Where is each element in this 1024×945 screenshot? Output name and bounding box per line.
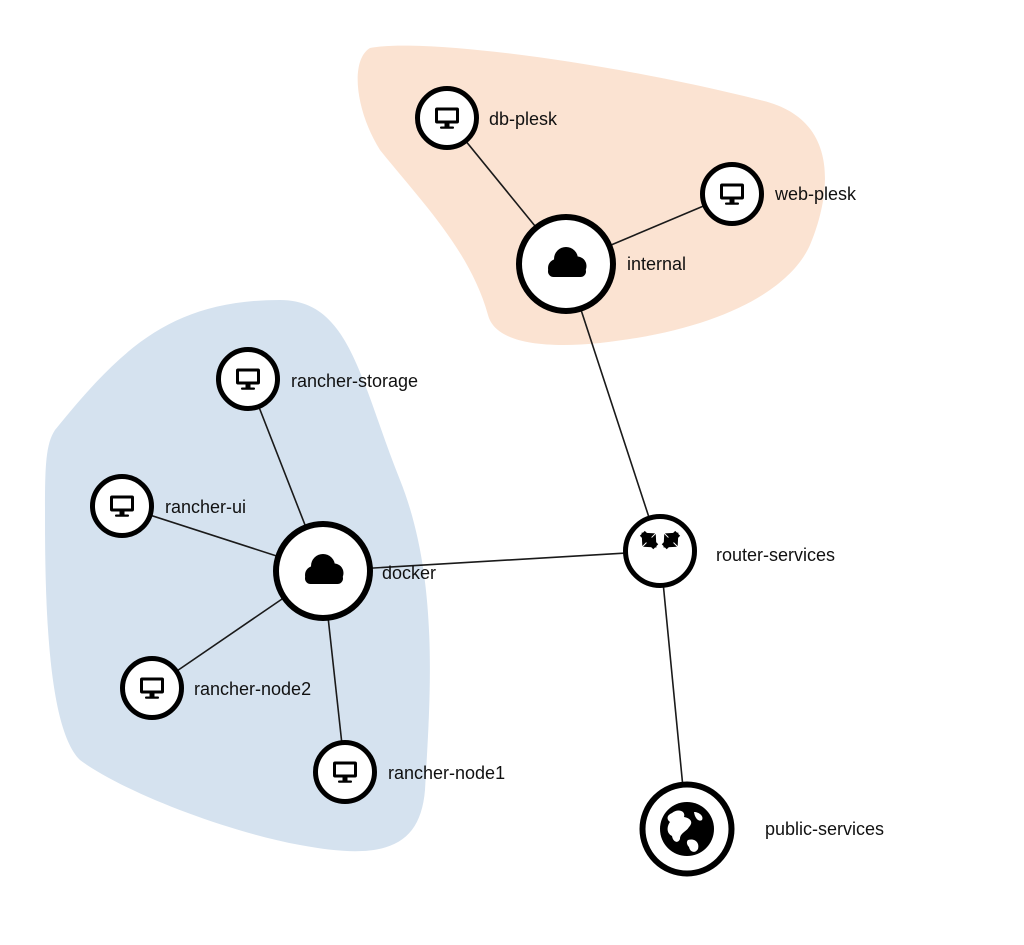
node-router-services[interactable]: router-services [623, 514, 836, 588]
node-rancher-node1[interactable]: rancher-node1 [313, 740, 506, 804]
node-public-services[interactable]: public-services [639, 781, 885, 877]
node-rancher-node2[interactable]: rancher-node2 [120, 656, 312, 720]
node-label-router-services: router-services [716, 545, 835, 565]
node-db-plesk[interactable]: db-plesk [415, 86, 559, 150]
globe-icon [660, 802, 714, 856]
node-label-db-plesk: db-plesk [489, 109, 558, 129]
node-label-web-plesk: web-plesk [774, 184, 857, 204]
node-internal[interactable]: internal [516, 214, 686, 314]
link-docker-router [322, 550, 661, 572]
link-internal-router [565, 263, 661, 552]
node-label-docker: docker [382, 563, 436, 583]
node-label-rancher-node1: rancher-node1 [388, 763, 505, 783]
node-rancher-ui[interactable]: rancher-ui [90, 474, 247, 538]
node-label-internal: internal [627, 254, 686, 274]
node-label-public-services: public-services [765, 819, 884, 839]
node-label-rancher-node2: rancher-node2 [194, 679, 311, 699]
node-label-rancher-ui: rancher-ui [165, 497, 246, 517]
node-docker[interactable]: docker [273, 521, 436, 621]
node-label-rancher-storage: rancher-storage [291, 371, 418, 391]
node-web-plesk[interactable]: web-plesk [700, 162, 858, 226]
node-rancher-storage[interactable]: rancher-storage [216, 347, 419, 411]
